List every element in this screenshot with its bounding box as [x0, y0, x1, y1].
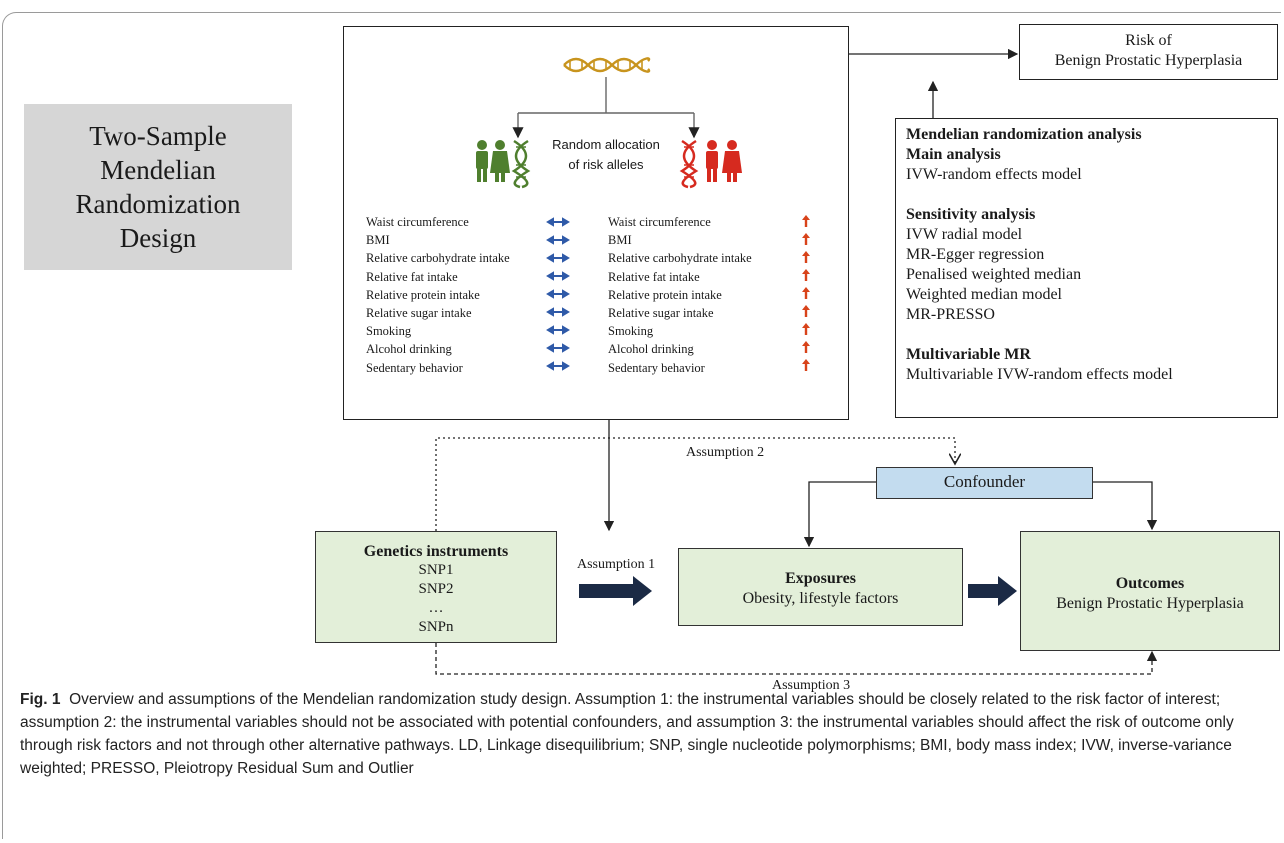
dna-horizontal-icon: [563, 57, 651, 73]
caption-label: Fig. 1: [20, 691, 61, 708]
multivariable-heading: Multivariable MR: [906, 346, 1031, 363]
assumption3-line: [435, 643, 1158, 675]
snp-item: …: [428, 600, 444, 616]
allocation-box: Random allocation of risk alleles Waist …: [343, 26, 849, 420]
sensitivity-heading: Sensitivity analysis: [906, 206, 1036, 223]
confounder-box: Confounder: [876, 467, 1093, 499]
green-people-icon: [476, 140, 510, 182]
trait-item: Sedentary behavior: [366, 360, 463, 375]
trait-item: Relative fat intake: [608, 269, 700, 284]
trait-item: Relative fat intake: [366, 269, 458, 284]
assumption2-line: [435, 437, 955, 531]
figure-caption: Fig. 1 Overview and assumptions of the M…: [20, 688, 1270, 780]
exposure-outcome-block-arrow: [968, 576, 1017, 606]
trait-list-left: Waist circumference BMI Relative carbohy…: [366, 213, 510, 377]
red-dna-icon: [679, 139, 699, 189]
trait-item: Relative sugar intake: [608, 306, 714, 321]
title-line: Randomization: [75, 189, 241, 219]
red-people-icon: [706, 140, 742, 182]
sensitivity-item: Weighted median model: [906, 286, 1062, 303]
assumption2-label: Assumption 2: [686, 445, 765, 460]
assumption3-label: Assumption 3: [772, 678, 851, 693]
trait-item: Relative protein intake: [608, 287, 722, 302]
title-line: Design: [119, 223, 197, 253]
trait-item: Alcohol drinking: [608, 342, 694, 357]
design-title-box: Two-Sample Mendelian Randomization Desig…: [24, 104, 292, 270]
outcomes-box: Outcomes Benign Prostatic Hyperplasia: [1020, 531, 1280, 651]
trait-item: BMI: [366, 233, 390, 248]
trait-item: Waist circumference: [366, 215, 469, 229]
analysis-heading: Mendelian randomization analysis: [906, 126, 1142, 143]
orange-up-arrows: [802, 215, 810, 371]
assumption1-block-arrow: [579, 576, 652, 606]
confounder-to-exposure: [803, 481, 876, 548]
outcomes-title: Outcomes: [1115, 575, 1185, 592]
sensitivity-item: MR-PRESSO: [906, 306, 995, 323]
confounder-to-outcome: [1091, 481, 1158, 531]
trait-item: Smoking: [366, 324, 412, 339]
green-dna-icon: [511, 139, 531, 189]
trait-item: Relative carbohydrate intake: [608, 251, 752, 266]
genetics-title: Genetics instruments: [363, 543, 509, 560]
assumption1-label: Assumption 1: [577, 557, 656, 572]
risk-line: Benign Prostatic Hyperplasia: [1054, 52, 1243, 69]
allocation-label: Random allocation of risk alleles: [532, 135, 680, 175]
blue-double-arrows: [546, 217, 570, 371]
snp-item: SNP1: [418, 562, 454, 578]
snp-item: SNP2: [418, 581, 454, 597]
figure-frame: [2, 12, 1281, 839]
trait-item: BMI: [608, 233, 632, 248]
allocation-label-line: Random allocation: [552, 137, 660, 152]
sensitivity-item: MR-Egger regression: [906, 246, 1045, 263]
main-analysis-item: IVW-random effects model: [906, 166, 1082, 183]
genetics-box: Genetics instruments SNP1 SNP2 … SNPn: [315, 531, 557, 643]
sensitivity-item: Penalised weighted median: [906, 266, 1082, 283]
exposures-box: Exposures Obesity, lifestyle factors: [678, 548, 963, 626]
caption-text: Overview and assumptions of the Mendelia…: [20, 691, 1234, 777]
analysis-box: Mendelian randomization analysis Main an…: [895, 118, 1278, 418]
exposures-subtitle: Obesity, lifestyle factors: [742, 590, 899, 607]
main-analysis-heading: Main analysis: [906, 146, 1001, 163]
title-line: Two-Sample: [89, 121, 227, 151]
allocation-graphic: [476, 57, 810, 371]
trait-item: Waist circumference: [608, 215, 711, 229]
trait-item: Relative protein intake: [366, 287, 480, 302]
trait-item: Relative carbohydrate intake: [366, 251, 510, 266]
risk-box: Risk of Benign Prostatic Hyperplasia: [1019, 24, 1278, 80]
allocation-label-line: of risk alleles: [568, 157, 644, 172]
trait-item: Sedentary behavior: [608, 360, 705, 375]
exposures-title: Exposures: [785, 570, 856, 587]
trait-item: Smoking: [608, 324, 654, 339]
sensitivity-item: IVW radial model: [906, 226, 1023, 243]
trait-item: Alcohol drinking: [366, 342, 452, 357]
trait-item: Relative sugar intake: [366, 306, 472, 321]
risk-line: Risk of: [1125, 32, 1172, 49]
outcomes-subtitle: Benign Prostatic Hyperplasia: [1056, 595, 1244, 612]
trait-list-right: Waist circumference BMI Relative carbohy…: [608, 213, 752, 377]
snp-item: SNPn: [418, 619, 454, 635]
title-line: Mendelian: [100, 155, 216, 185]
multivariable-item: Multivariable IVW-random effects model: [906, 366, 1173, 383]
